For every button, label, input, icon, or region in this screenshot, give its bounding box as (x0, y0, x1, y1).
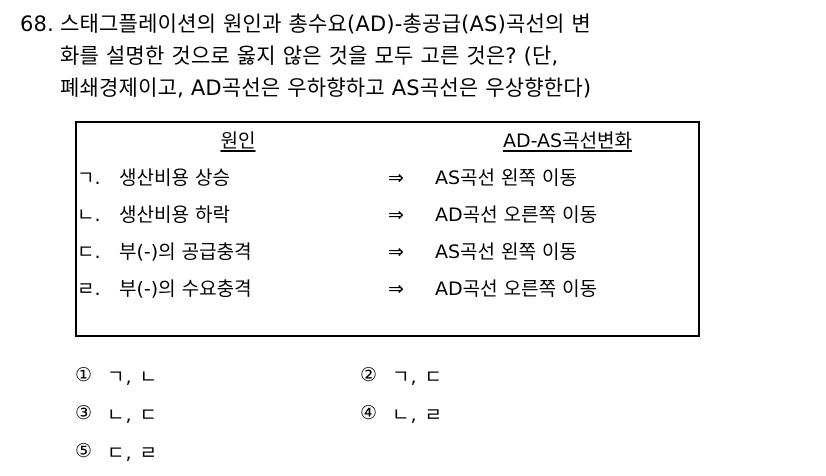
answer-choice-2[interactable]: ② ㄱ, ㄷ (360, 362, 645, 389)
header-effect-label: AD-AS곡선변화 (502, 130, 633, 152)
table-row: ㄴ. 생산비용 하락 ⇒ AD곡선 오른쪽 이동 (77, 197, 700, 234)
answer-choice-1[interactable]: ① ㄱ, ㄴ (75, 362, 360, 389)
question-line-3: 폐쇄경제이고, AD곡선은 우하향하고 AS곡선은 우상향한다) (20, 72, 810, 104)
header-effect: AD-AS곡선변화 (435, 123, 700, 160)
table-header-row: 원인 AD-AS곡선변화 (77, 123, 700, 160)
answer-choice-5[interactable]: ⑤ ㄷ, ㄹ (75, 438, 360, 465)
choice-number-2: ② (360, 363, 378, 386)
row-effect: AD곡선 오른쪽 이동 (435, 278, 598, 300)
double-arrow-icon: ⇒ (388, 241, 404, 263)
header-cause-label: 원인 (220, 130, 256, 152)
row-cause: 생산비용 하락 (119, 204, 230, 226)
choice-label-2: ㄱ, ㄷ (392, 365, 444, 388)
choice-row: ① ㄱ, ㄴ ② ㄱ, ㄷ (75, 356, 675, 394)
choice-row: ③ ㄴ, ㄷ ④ ㄴ, ㄹ (75, 394, 675, 432)
double-arrow-icon: ⇒ (388, 167, 404, 189)
choice-label-3: ㄴ, ㄷ (107, 403, 159, 426)
cause-effect-box: 원인 AD-AS곡선변화 ㄱ. 생산비용 상승 ⇒ AS곡선 왼쪽 이동 ㄴ. … (75, 121, 700, 337)
choice-number-5: ⑤ (75, 439, 93, 462)
choice-number-1: ① (75, 363, 93, 386)
row-mark: ㄷ. (77, 241, 101, 263)
table-row: ㄱ. 생산비용 상승 ⇒ AS곡선 왼쪽 이동 (77, 160, 700, 197)
question-line-2: 화를 설명한 것으로 옳지 않은 것을 모두 고른 것은? (단, (20, 40, 810, 72)
question-stem: 68.스태그플레이션의 원인과 총수요(AD)-총공급(AS)곡선의 변 화를 … (20, 8, 810, 104)
row-effect: AS곡선 왼쪽 이동 (435, 167, 578, 189)
row-mark: ㄹ. (77, 278, 101, 300)
table-row: ㄹ. 부(-)의 수요충격 ⇒ AD곡선 오른쪽 이동 (77, 271, 700, 308)
choice-number-4: ④ (360, 401, 378, 424)
question-number: 68. (20, 12, 54, 36)
question-text-line-1: 스태그플레이션의 원인과 총수요(AD)-총공급(AS)곡선의 변 (60, 12, 591, 36)
row-effect: AD곡선 오른쪽 이동 (435, 204, 598, 226)
answer-choice-4[interactable]: ④ ㄴ, ㄹ (360, 400, 645, 427)
row-effect: AS곡선 왼쪽 이동 (435, 241, 578, 263)
row-cause: 생산비용 상승 (119, 167, 230, 189)
question-text-line-2: 화를 설명한 것으로 옳지 않은 것을 모두 고른 것은? (단, (60, 44, 559, 68)
row-cause: 부(-)의 수요충격 (119, 278, 252, 300)
double-arrow-icon: ⇒ (388, 278, 404, 300)
row-cause: 부(-)의 공급충격 (119, 241, 252, 263)
question-line-1: 68.스태그플레이션의 원인과 총수요(AD)-총공급(AS)곡선의 변 (20, 8, 810, 40)
header-cause: 원인 (119, 123, 357, 160)
choice-row: ⑤ ㄷ, ㄹ (75, 432, 675, 470)
cause-effect-table: 원인 AD-AS곡선변화 ㄱ. 생산비용 상승 ⇒ AS곡선 왼쪽 이동 ㄴ. … (77, 123, 700, 308)
row-mark: ㄴ. (77, 204, 101, 226)
double-arrow-icon: ⇒ (388, 204, 404, 226)
answer-choices: ① ㄱ, ㄴ ② ㄱ, ㄷ ③ ㄴ, ㄷ ④ ㄴ, ㄹ ⑤ ㄷ, ㄹ (75, 356, 675, 470)
choice-number-3: ③ (75, 401, 93, 424)
header-arrow-spacer (357, 123, 435, 160)
row-mark: ㄱ. (77, 167, 101, 189)
choice-label-4: ㄴ, ㄹ (392, 403, 444, 426)
header-spacer (77, 123, 119, 160)
question-text-line-3: 폐쇄경제이고, AD곡선은 우하향하고 AS곡선은 우상향한다) (60, 76, 592, 100)
answer-choice-3[interactable]: ③ ㄴ, ㄷ (75, 400, 360, 427)
choice-label-5: ㄷ, ㄹ (107, 441, 159, 464)
choice-label-1: ㄱ, ㄴ (107, 365, 159, 388)
table-row: ㄷ. 부(-)의 공급충격 ⇒ AS곡선 왼쪽 이동 (77, 234, 700, 271)
